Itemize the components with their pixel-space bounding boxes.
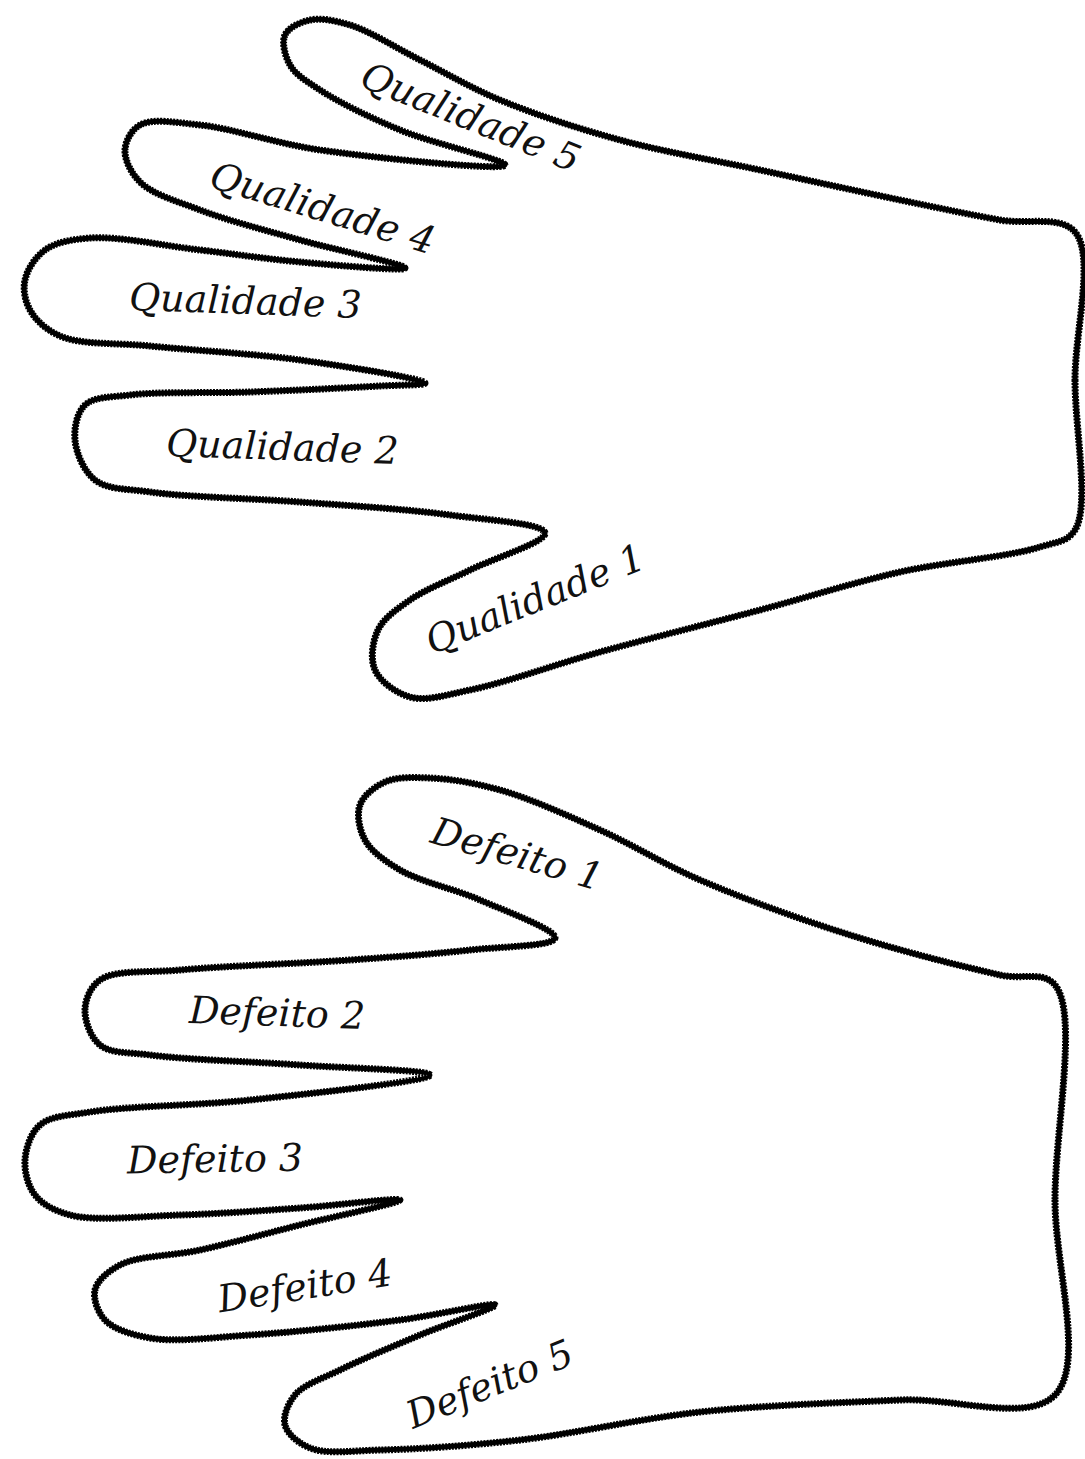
hand-outline: Defeito 1Defeito 2Defeito 3Defeito 4Defe…	[0, 740, 1085, 1459]
finger-label: Qualidade 3	[128, 277, 362, 327]
finger-label: Qualidade 2	[165, 423, 399, 473]
hand-contour-core	[24, 19, 1084, 698]
finger-label: Defeito 3	[127, 1138, 304, 1183]
hand-contour	[25, 778, 1069, 1452]
finger-label: Defeito 2	[188, 990, 365, 1038]
hand-outline: Qualidade 5Qualidade 4Qualidade 3Qualida…	[0, 0, 1085, 730]
hand-drawing	[0, 0, 1085, 730]
hand-contour	[24, 19, 1084, 698]
hand-contour-core	[25, 778, 1069, 1452]
